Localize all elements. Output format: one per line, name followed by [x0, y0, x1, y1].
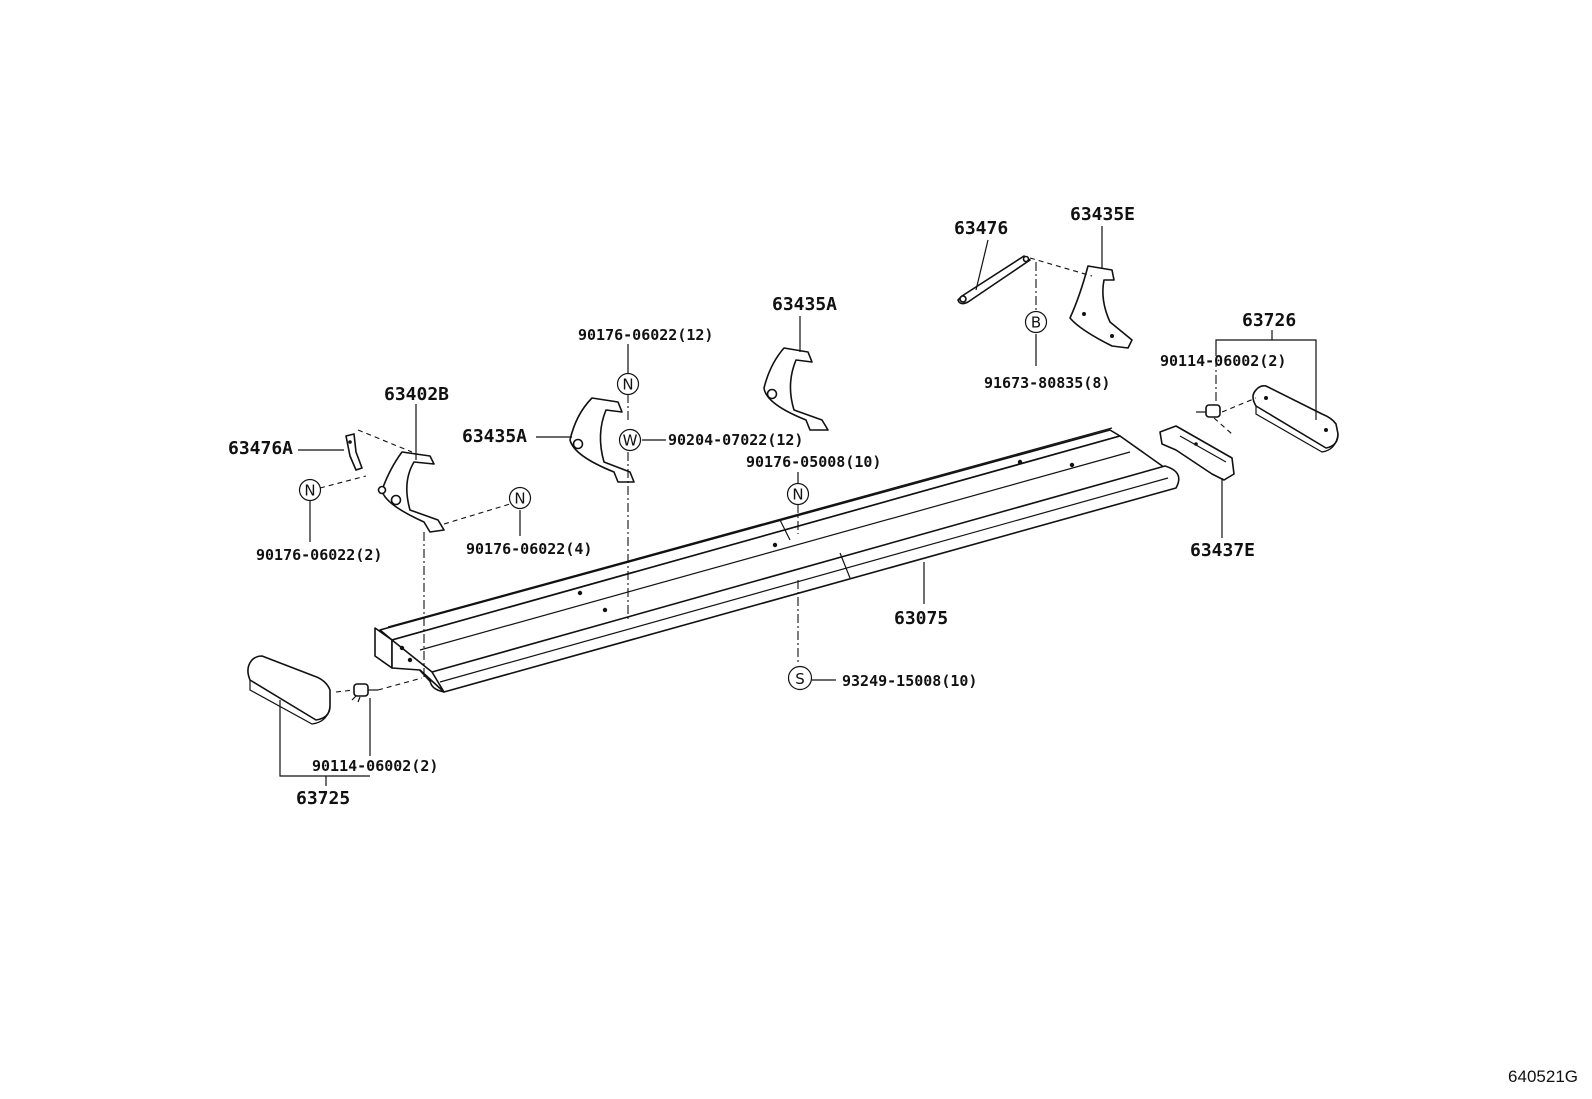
- bracket-63437E: [1159, 425, 1235, 481]
- symbol-W: W: [618, 428, 642, 452]
- label-90114-06002-2-right: 90114-06002(2): [1160, 352, 1286, 370]
- guide-lines: [319, 257, 1257, 693]
- label-63476A: 63476A: [228, 438, 293, 459]
- symbol-N-top: N: [616, 372, 640, 396]
- svg-text:S: S: [795, 670, 805, 688]
- symbol-N-bracket: N: [508, 486, 532, 510]
- symbol-N-middle: N: [786, 482, 810, 506]
- clip-90114-left: [351, 683, 378, 703]
- leader-lines: [279, 226, 1317, 786]
- svg-text:N: N: [514, 490, 525, 508]
- label-63402B: 63402B: [384, 384, 449, 405]
- symbol-S: S: [787, 665, 813, 691]
- label-63075: 63075: [894, 608, 948, 629]
- svg-text:N: N: [622, 376, 633, 394]
- label-90204-07022-12: 90204-07022(12): [668, 431, 803, 449]
- svg-text:N: N: [304, 482, 315, 500]
- label-90176-06022-12: 90176-06022(12): [578, 326, 713, 344]
- svg-text:W: W: [623, 432, 638, 450]
- label-91673-80835-8: 91673-80835(8): [984, 374, 1110, 392]
- bracket-63435A-top: [763, 347, 829, 431]
- bracket-63402B: [377, 451, 445, 533]
- end-cover-left-63725: [247, 655, 331, 725]
- label-93249-15008-10: 93249-15008(10): [842, 672, 977, 690]
- label-90176-06022-4: 90176-06022(4): [466, 540, 592, 558]
- symbol-B: B: [1024, 310, 1048, 334]
- bracket-63435A-left: [569, 397, 635, 483]
- svg-text:B: B: [1031, 314, 1041, 332]
- label-63435A-top: 63435A: [772, 294, 837, 315]
- clip-90114-right: [1196, 404, 1221, 418]
- end-cover-right-63726: [1252, 385, 1339, 453]
- label-63435A-left: 63435A: [462, 426, 527, 447]
- bracket-63476A: [345, 433, 363, 471]
- label-90176-06022-2: 90176-06022(2): [256, 546, 382, 564]
- label-63726: 63726: [1242, 310, 1296, 331]
- label-63437E: 63437E: [1190, 540, 1255, 561]
- brace-63476: [957, 255, 1031, 305]
- label-90176-05008-10: 90176-05008(10): [746, 453, 881, 471]
- label-63435E: 63435E: [1070, 204, 1135, 225]
- svg-text:N: N: [792, 486, 803, 504]
- running-board-63075: [374, 427, 1180, 693]
- label-90114-06002-2-left: 90114-06002(2): [312, 757, 438, 775]
- symbol-N-left: N: [298, 478, 322, 502]
- label-63725: 63725: [296, 788, 350, 809]
- label-63476: 63476: [954, 218, 1008, 239]
- bracket-63435E: [1069, 265, 1133, 349]
- diagram-code: 640521G: [1508, 1067, 1578, 1086]
